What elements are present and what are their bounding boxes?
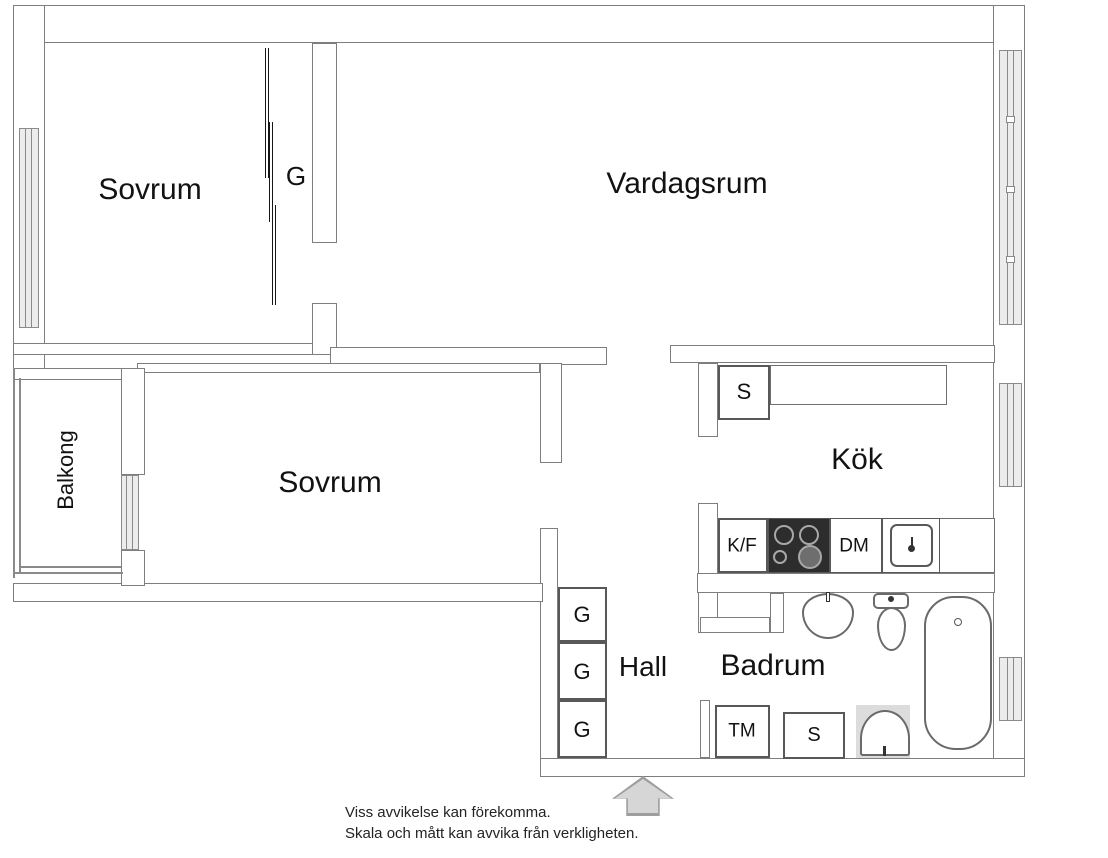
washing-machine-box bbox=[715, 705, 770, 758]
bathroom-cabinet-label: S bbox=[807, 724, 821, 746]
hall-closet-box-2 bbox=[558, 642, 607, 700]
hall-closet-label-1: G bbox=[573, 602, 591, 627]
wall-sovrum-top-bottom bbox=[13, 343, 330, 355]
window-glazing bbox=[126, 476, 133, 549]
closet-label: G bbox=[285, 161, 307, 191]
disclaimer-line-2: Skala och mått kan avvika från verklighe… bbox=[345, 825, 639, 842]
dishwasher-label: DM bbox=[839, 535, 869, 557]
window-kok bbox=[999, 383, 1022, 487]
window-glazing bbox=[25, 129, 32, 327]
hall-closet-label-3: G bbox=[573, 717, 591, 742]
wall-balkong-bottom-line2 bbox=[21, 566, 121, 568]
wall-bottom-right bbox=[540, 758, 1025, 777]
window-sovrum-top bbox=[19, 128, 39, 328]
toilet-bowl bbox=[877, 607, 906, 651]
wall-balkong-right-upper bbox=[121, 368, 145, 475]
window-mullion bbox=[1006, 186, 1015, 193]
window-badrum bbox=[999, 657, 1022, 721]
room-label-vardagsrum: Vardagsrum bbox=[606, 167, 768, 200]
dishwasher-box bbox=[830, 518, 882, 573]
window-mullion bbox=[1006, 256, 1015, 263]
sliding-door-panel bbox=[272, 205, 276, 305]
wall-hall-left bbox=[540, 528, 558, 775]
wall-closet-divider-stub bbox=[312, 303, 337, 355]
wall-sovrum-mid-top bbox=[137, 363, 540, 373]
kitchen-cabinet-box bbox=[718, 365, 770, 420]
stove-burner bbox=[774, 525, 794, 545]
window-glazing bbox=[1006, 384, 1014, 486]
wall-closet-divider-upper bbox=[312, 43, 337, 243]
room-label-balkong: Balkong bbox=[53, 430, 78, 510]
bathtub-drain-icon bbox=[954, 618, 962, 626]
room-label-kok: Kök bbox=[831, 443, 883, 476]
wall-kok-left-lower bbox=[698, 503, 718, 633]
wall-top-band bbox=[13, 5, 1025, 43]
fridge-freezer-box bbox=[718, 518, 768, 573]
toilet-button-icon bbox=[888, 596, 894, 602]
kitchen-faucet-icon bbox=[908, 545, 915, 552]
room-label-hall: Hall bbox=[618, 651, 668, 682]
entrance-arrow-icon bbox=[615, 779, 671, 813]
kitchen-cabinet-label: S bbox=[736, 379, 752, 404]
kitchen-top-counter bbox=[770, 365, 947, 405]
room-label-sovrum-top: Sovrum bbox=[98, 173, 202, 206]
disclaimer-line-1: Viss avvikelse kan förekomma. bbox=[345, 804, 551, 821]
window-mullion bbox=[1006, 116, 1015, 123]
hall-closet-box-3 bbox=[558, 700, 607, 758]
wall-badrum-left-lower bbox=[700, 700, 710, 758]
washbasin-faucet-icon bbox=[826, 592, 830, 602]
room-label-sovrum-mid: Sovrum bbox=[278, 466, 382, 499]
hall-closet-label-2: G bbox=[573, 659, 591, 684]
balkong-door bbox=[121, 475, 139, 550]
wall-balkong-top bbox=[13, 368, 123, 380]
wall-balkong-right-lower bbox=[121, 550, 145, 586]
washing-machine-label: TM bbox=[728, 720, 756, 742]
wall-passage-stem bbox=[540, 363, 562, 463]
wall-kok-badrum-divider bbox=[697, 573, 995, 593]
hall-closet-box-1 bbox=[558, 587, 607, 642]
window-vardagsrum bbox=[999, 50, 1022, 325]
sliding-door-panel bbox=[269, 122, 273, 222]
bathroom-cabinet-box bbox=[783, 712, 845, 759]
wall-balkong-left-line bbox=[13, 368, 15, 578]
kitchen-faucet-icon bbox=[911, 537, 913, 547]
wall-vardagsrum-bottom-right bbox=[670, 345, 995, 363]
wall-balkong-bottom-line bbox=[13, 572, 123, 574]
window-glazing bbox=[1006, 658, 1014, 720]
stove-burner bbox=[799, 525, 819, 545]
wall-outer-bottom-left bbox=[13, 583, 543, 602]
fridge-freezer-label: K/F bbox=[727, 535, 757, 557]
wall-balkong-left-line2 bbox=[19, 378, 21, 574]
room-label-badrum: Badrum bbox=[720, 649, 826, 682]
wall-kok-left-upper bbox=[698, 363, 718, 437]
stove-burner bbox=[798, 545, 822, 569]
stove-burner bbox=[773, 550, 787, 564]
washbasin-bottom-faucet-icon bbox=[883, 746, 886, 756]
sliding-door-panel bbox=[265, 48, 269, 178]
wall-badrum-alcove-return bbox=[770, 593, 784, 633]
wall-badrum-alcove bbox=[700, 617, 770, 633]
